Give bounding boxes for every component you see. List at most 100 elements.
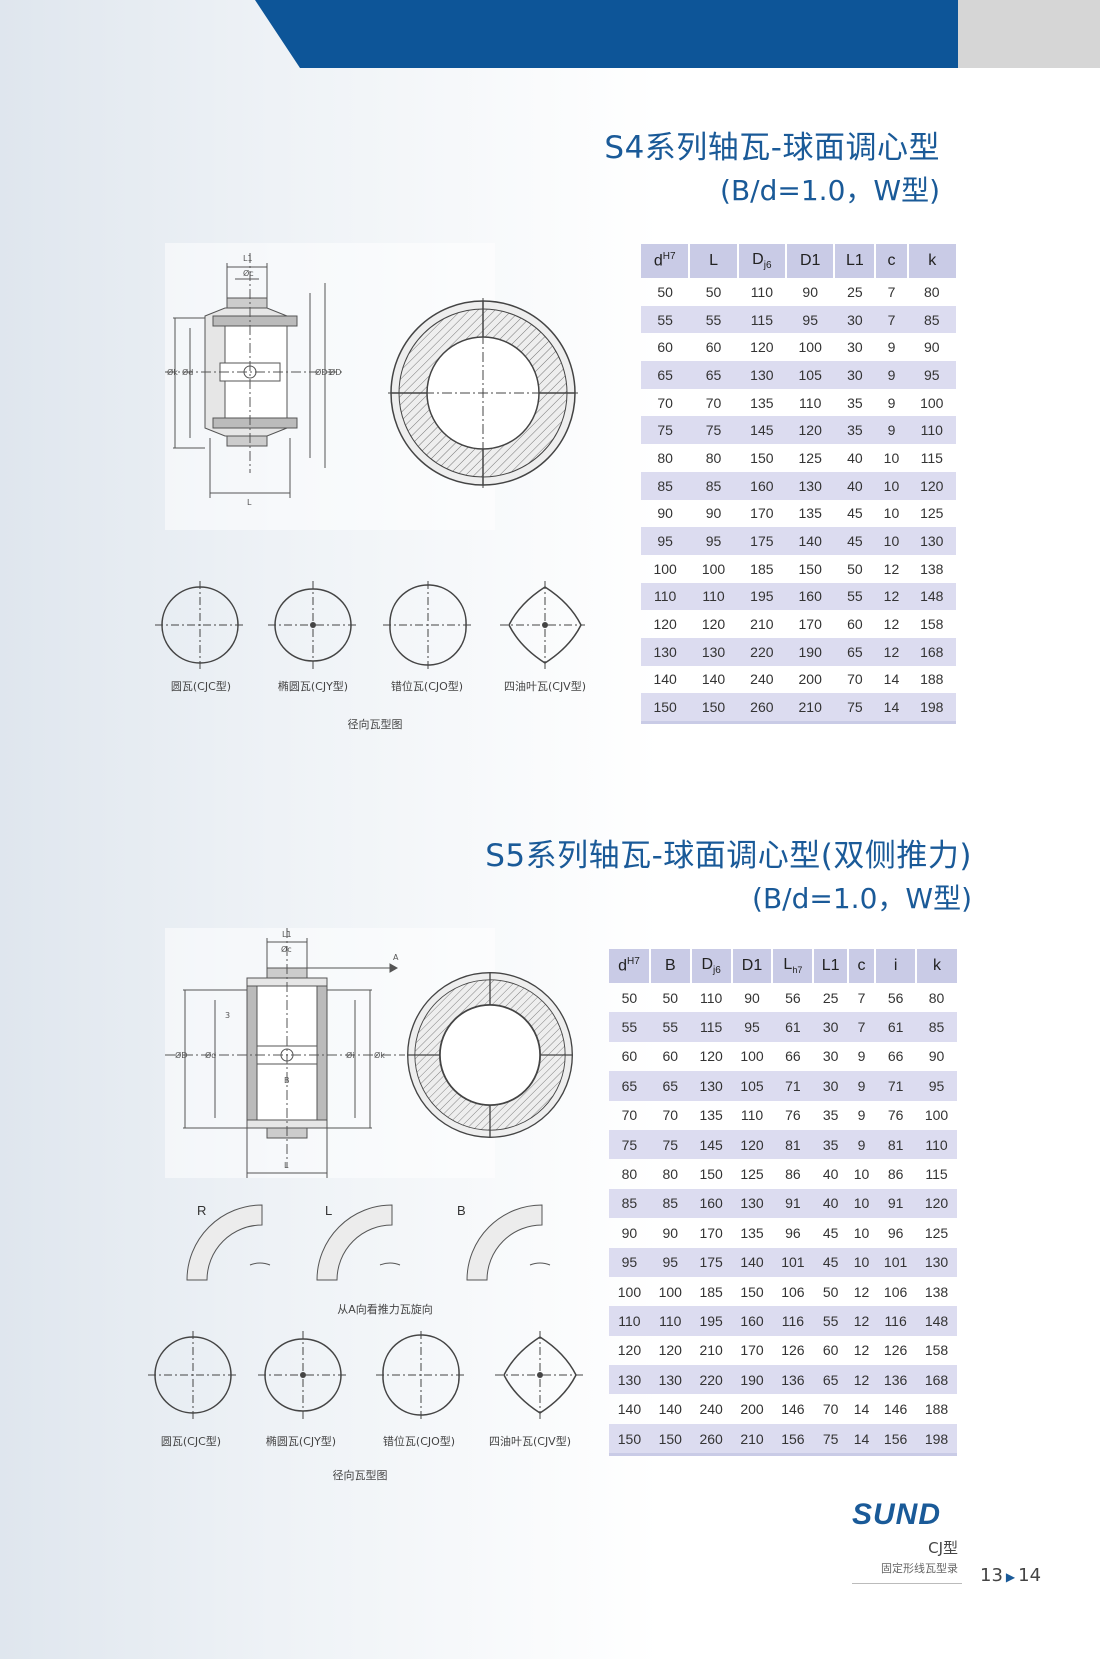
table-cell: 40 xyxy=(822,1166,839,1183)
table-cell: 195 xyxy=(690,1306,732,1336)
table-cell: 210 xyxy=(750,616,774,633)
table-cell: 190 xyxy=(786,637,835,666)
table-cell: 50 xyxy=(822,1283,839,1300)
table-cell: 120 xyxy=(750,339,774,356)
col-header-4: L1 xyxy=(834,244,877,278)
table-cell: 140 xyxy=(786,527,835,555)
table-cell: 35 xyxy=(813,1129,848,1160)
table-cell: 168 xyxy=(916,1365,957,1395)
table-cell: 120 xyxy=(658,1342,682,1359)
table-cell: 90 xyxy=(928,1048,945,1065)
table-cell: 66 xyxy=(887,1048,904,1065)
table-cell: 85 xyxy=(609,1188,650,1219)
table-cell: 7 xyxy=(875,305,908,334)
table-cell: 95 xyxy=(907,361,956,389)
footer-model: CJ型 xyxy=(928,1539,958,1557)
table-cell: 195 xyxy=(737,582,787,611)
table-cell: 190 xyxy=(731,1365,773,1395)
s5-label-3: 3 xyxy=(225,1011,230,1020)
table-cell: 150 xyxy=(750,449,774,466)
table-cell: 188 xyxy=(924,1401,949,1418)
table-cell: 12 xyxy=(875,637,908,666)
table-cell: 115 xyxy=(737,305,787,334)
table-cell: 91 xyxy=(772,1188,814,1219)
s5-label-d: Ød xyxy=(205,1050,216,1060)
table-cell: 95 xyxy=(649,1247,691,1277)
table-cell: 210 xyxy=(731,1423,773,1457)
table-cell: 156 xyxy=(772,1423,814,1457)
table-cell: 145 xyxy=(690,1129,732,1160)
s5-label-D: ØD xyxy=(175,1050,187,1060)
col-header-6: k xyxy=(907,244,956,278)
s4-type-label-4: 四油叶瓦(CJV型) xyxy=(503,680,587,693)
table-cell: 30 xyxy=(822,1048,839,1065)
table-cell: 50 xyxy=(657,283,673,300)
s5-label-B: B xyxy=(284,1076,290,1085)
table-cell: 56 xyxy=(785,989,801,1006)
table-cell: 70 xyxy=(847,671,863,688)
table-cell: 76 xyxy=(785,1107,801,1124)
table-cell: 116 xyxy=(772,1306,814,1336)
table-cell: 138 xyxy=(924,1283,949,1300)
s4-label-L1: L1 xyxy=(243,254,253,263)
table-cell: 45 xyxy=(813,1247,848,1277)
table-cell: 9 xyxy=(847,1129,876,1160)
table-cell: 65 xyxy=(649,1071,691,1101)
table-cell: 120 xyxy=(731,1129,773,1160)
table-cell: 140 xyxy=(731,1247,773,1277)
table-cell: 45 xyxy=(834,527,876,555)
table-cell: 10 xyxy=(847,1247,876,1277)
table-cell: 85 xyxy=(689,471,738,500)
table-cell: 126 xyxy=(781,1342,805,1359)
table-cell: 60 xyxy=(657,339,673,356)
table-cell: 10 xyxy=(875,471,908,500)
table-cell: 14 xyxy=(853,1401,870,1418)
table-cell: 60 xyxy=(621,1048,638,1065)
s5-label-i: Øi xyxy=(346,1050,355,1060)
table-cell: 115 xyxy=(920,449,943,466)
table-cell: 150 xyxy=(740,1283,764,1300)
table-cell: 170 xyxy=(699,1224,723,1241)
table-cell: 160 xyxy=(731,1306,773,1336)
table-cell: 130 xyxy=(689,637,738,666)
table-cell: 9 xyxy=(857,1107,866,1124)
col-header-2: Dj6 xyxy=(737,244,788,278)
table-cell: 12 xyxy=(853,1283,870,1300)
table-cell: 210 xyxy=(699,1342,723,1359)
table-cell: 66 xyxy=(785,1048,801,1065)
s4-type-label-1: 圆瓦(CJC型) xyxy=(170,680,232,693)
table-cell: 65 xyxy=(609,1071,650,1101)
table-cell: 120 xyxy=(701,616,726,633)
table-cell: 55 xyxy=(609,1012,650,1042)
s5-type-label-2: 椭圆瓦(CJY型) xyxy=(265,1435,337,1448)
table-cell: 12 xyxy=(883,616,900,633)
table-cell: 81 xyxy=(772,1129,814,1160)
table-cell: 35 xyxy=(847,394,863,411)
table-cell: 156 xyxy=(875,1423,917,1457)
table-cell: 130 xyxy=(916,1247,957,1277)
table-cell: 9 xyxy=(875,416,908,445)
table-cell: 10 xyxy=(853,1166,870,1183)
page-right: 14 xyxy=(1018,1565,1042,1586)
table-cell: 100 xyxy=(798,339,822,356)
table-cell: 125 xyxy=(798,449,822,466)
table-cell: 50 xyxy=(847,560,863,577)
table-cell: 35 xyxy=(822,1107,839,1124)
table-cell: 150 xyxy=(609,1423,650,1457)
table-cell: 65 xyxy=(813,1365,848,1395)
table-cell: 110 xyxy=(649,1306,691,1336)
table-cell: 120 xyxy=(916,1188,957,1219)
table-cell: 9 xyxy=(875,361,908,389)
table-cell: 100 xyxy=(740,1048,764,1065)
